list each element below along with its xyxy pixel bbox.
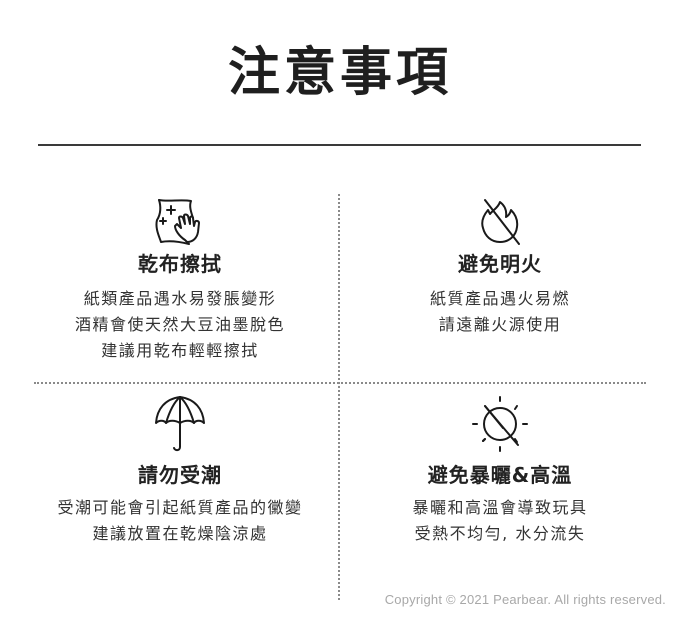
notice-dry-wipe: 乾布擦拭 紙類產品遇水易發脹變形 酒精會使天然大豆油墨脫色 建議用乾布輕輕擦拭 — [40, 196, 320, 364]
notice-line: 酒精會使天然大豆油墨脫色 — [74, 315, 285, 334]
umbrella-icon — [155, 396, 205, 452]
notice-line: 建議放置在乾燥陰涼處 — [92, 524, 268, 543]
horizontal-dashed-divider — [34, 382, 646, 384]
notice-description: 紙類產品遇水易發脹變形 酒精會使天然大豆油墨脫色 建議用乾布輕輕擦拭 — [40, 286, 320, 364]
notice-description: 紙質產品遇火易燃 請遠離火源使用 — [360, 286, 640, 338]
notice-no-fire: 避免明火 紙質產品遇火易燃 請遠離火源使用 — [360, 196, 640, 338]
notice-line: 建議用乾布輕輕擦拭 — [101, 341, 259, 360]
no-sun-icon — [472, 396, 528, 452]
notice-keep-dry: 請勿受潮 受潮可能會引起紙質產品的黴變 建議放置在乾燥陰涼處 — [20, 393, 340, 547]
notice-title: 請勿受潮 — [138, 463, 222, 487]
notice-title: 乾布擦拭 — [138, 252, 222, 276]
notice-line: 受熱不均勻, 水分流失 — [414, 524, 586, 543]
title-divider — [38, 144, 641, 146]
notice-line: 請遠離火源使用 — [438, 315, 562, 334]
notice-title: 避免明火 — [458, 252, 542, 276]
page-title: 注意事項 — [227, 43, 452, 103]
notice-description: 暴曬和高溫會導致玩具 受熱不均勻, 水分流失 — [360, 495, 640, 547]
notice-title: 避免暴曬&高溫 — [427, 463, 573, 487]
copyright-notice: Copyright © 2021 Pearbear. All rights re… — [384, 592, 666, 607]
notice-line: 暴曬和高溫會導致玩具 — [412, 498, 588, 517]
notice-line: 紙類產品遇水易發脹變形 — [83, 289, 277, 308]
notice-description: 受潮可能會引起紙質產品的黴變 建議放置在乾燥陰涼處 — [20, 495, 340, 547]
notice-line: 紙質產品遇火易燃 — [429, 289, 570, 308]
cloth-wipe-icon — [155, 199, 200, 245]
vertical-dashed-divider — [338, 194, 340, 600]
notice-no-sun-heat: 避免暴曬&高溫 暴曬和高溫會導致玩具 受熱不均勻, 水分流失 — [360, 393, 640, 547]
notice-line: 受潮可能會引起紙質產品的黴變 — [57, 498, 303, 517]
no-fire-icon — [481, 199, 520, 245]
